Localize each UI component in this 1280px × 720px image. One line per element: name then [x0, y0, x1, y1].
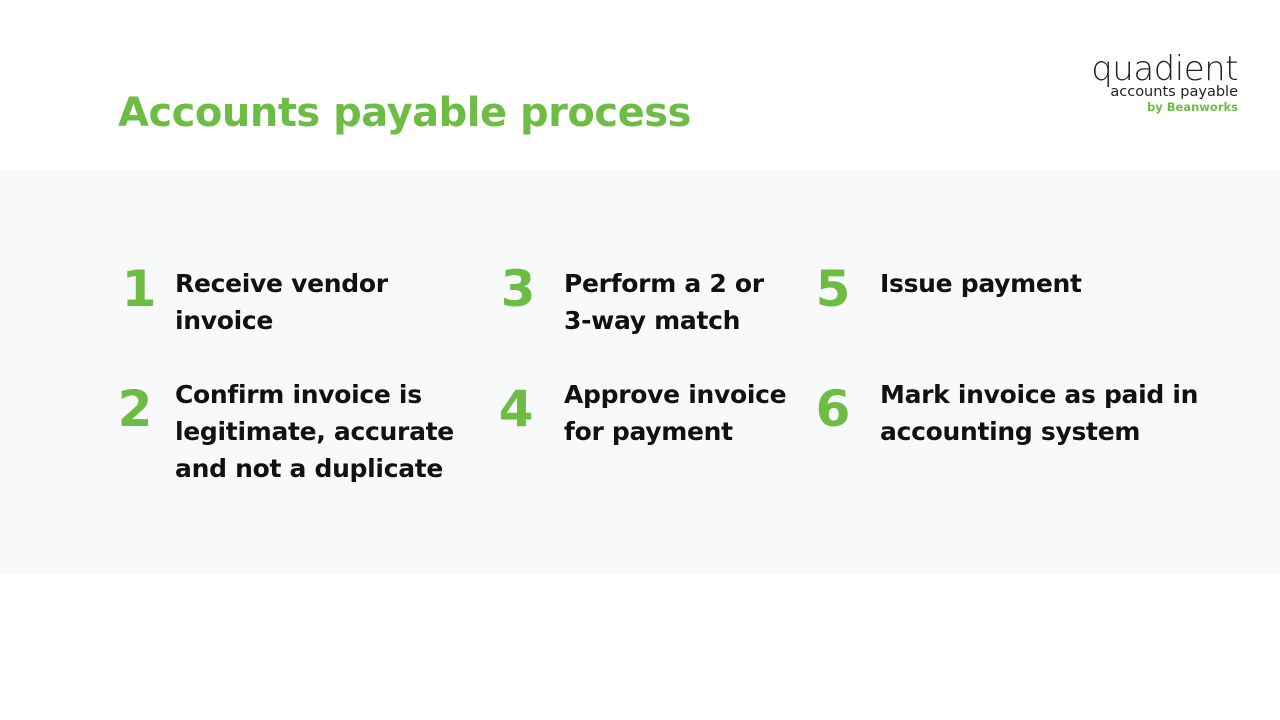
- step-text: Confirm invoice is legitimate, accurate …: [175, 380, 454, 483]
- step-text: Approve invoice for payment: [564, 380, 787, 446]
- logo-wordmark: quadient: [1091, 49, 1238, 89]
- step-number: 5: [815, 260, 851, 318]
- logo-byline: by Beanworks: [1147, 100, 1238, 114]
- step-number: 4: [498, 380, 534, 438]
- step-text: Mark invoice as paid in accounting syste…: [880, 380, 1199, 446]
- step-text: Perform a 2 or 3-way match: [564, 269, 764, 335]
- step-number: 3: [500, 260, 536, 318]
- quadient-logo: quadient accounts payable by Beanworks: [1078, 52, 1238, 114]
- step-text: Receive vendor invoice: [175, 269, 388, 335]
- step-number: 1: [121, 260, 157, 318]
- step-number: 6: [815, 380, 851, 438]
- logo-subtitle: accounts payable: [1110, 84, 1238, 100]
- step-number: 2: [117, 380, 153, 438]
- process-steps-panel: [0, 170, 1280, 575]
- slide-title: Accounts payable process: [118, 90, 691, 136]
- step-text: Issue payment: [880, 269, 1082, 298]
